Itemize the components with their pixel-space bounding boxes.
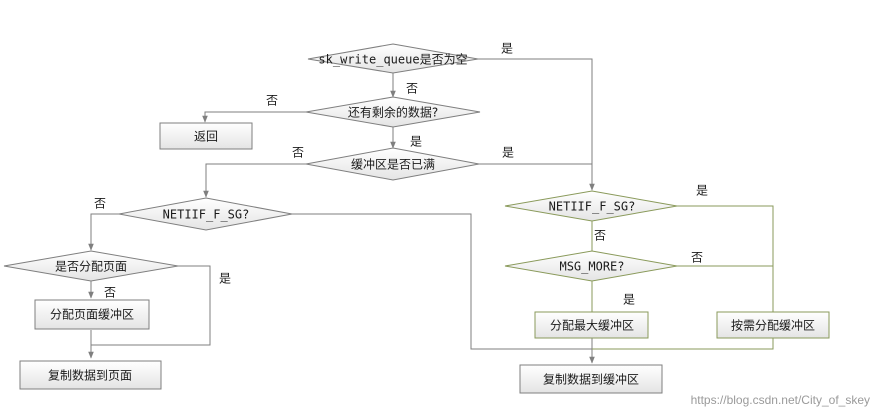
text-data-left: 还有剩余的数据? <box>348 105 438 120</box>
label-netiif-right-yes: 是 <box>696 184 708 198</box>
edge-queue-yes-right <box>478 58 595 191</box>
edge-netiif-right-yes <box>677 205 774 312</box>
label-netiif-left-no: 否 <box>94 197 106 211</box>
text-copy-to-buf: 复制数据到缓冲区 <box>543 372 639 387</box>
box-copy-to-buf <box>519 364 663 394</box>
edge-labels: 是 否 否 是 否 是 否 否 是 是 否 否 是 <box>94 42 708 307</box>
decision-queue-empty <box>307 43 479 74</box>
label-buffer-full-yes: 是 <box>502 146 514 160</box>
box-alloc-on-demand <box>716 311 830 339</box>
edge-pagealloc-yes-loop <box>91 265 211 346</box>
text-netiif-left: NETIIF_F_SG? <box>163 208 250 222</box>
box-copy-to-page <box>19 360 162 390</box>
decision-msg-more <box>504 250 678 282</box>
edge-ondemand-merge <box>592 338 774 350</box>
box-alloc-max-buf <box>534 311 649 339</box>
decision-netiif-left <box>118 197 293 231</box>
label-queue-empty-yes: 是 <box>501 42 513 56</box>
label-queue-empty-no: 否 <box>406 82 418 96</box>
label-msg-more-yes: 是 <box>623 293 635 307</box>
label-buffer-full-no: 否 <box>292 146 304 160</box>
decision-data-left <box>305 96 481 128</box>
edge-bufferfull-to-netiif-left <box>203 163 306 198</box>
text-queue-empty: sk_write_queue是否为空 <box>318 53 467 67</box>
edge-dataleft-to-return <box>202 111 306 123</box>
watermark: https://blog.csdn.net/City_of_skey <box>691 393 870 407</box>
edge-netiif-left-to-pagealloc <box>88 213 119 251</box>
node-labels: sk_write_queue是否为空 还有剩余的数据? 返回 缓冲区是否已满 N… <box>48 53 815 387</box>
decision-buffer-full <box>305 147 480 181</box>
text-copy-to-page: 复制数据到页面 <box>48 368 132 383</box>
label-msg-more-no: 否 <box>691 251 703 265</box>
text-msg-more: MSG_MORE? <box>559 260 624 274</box>
text-alloc-page-buf: 分配页面缓冲区 <box>50 307 134 322</box>
text-page-alloc: 是否分配页面 <box>55 260 127 274</box>
decision-netiif-right <box>504 190 678 222</box>
label-data-left-no: 否 <box>266 94 278 108</box>
text-return: 返回 <box>194 130 218 144</box>
box-return <box>159 122 253 150</box>
edge-netiif-left-yes-merge <box>292 213 592 350</box>
label-page-alloc-yes: 是 <box>219 272 231 286</box>
connectors <box>88 58 774 364</box>
label-page-alloc-no: 否 <box>104 286 116 300</box>
decision-page-alloc <box>3 250 179 282</box>
label-netiif-right-no: 否 <box>594 229 606 243</box>
text-alloc-max-buf: 分配最大缓冲区 <box>550 318 634 333</box>
box-alloc-page-buf <box>34 299 150 330</box>
text-buffer-full: 缓冲区是否已满 <box>351 157 435 172</box>
label-data-left-yes: 是 <box>410 135 422 149</box>
text-alloc-on-demand: 按需分配缓冲区 <box>731 318 815 333</box>
text-netiif-right: NETIIF_F_SG? <box>549 200 636 214</box>
shapes <box>3 43 830 394</box>
